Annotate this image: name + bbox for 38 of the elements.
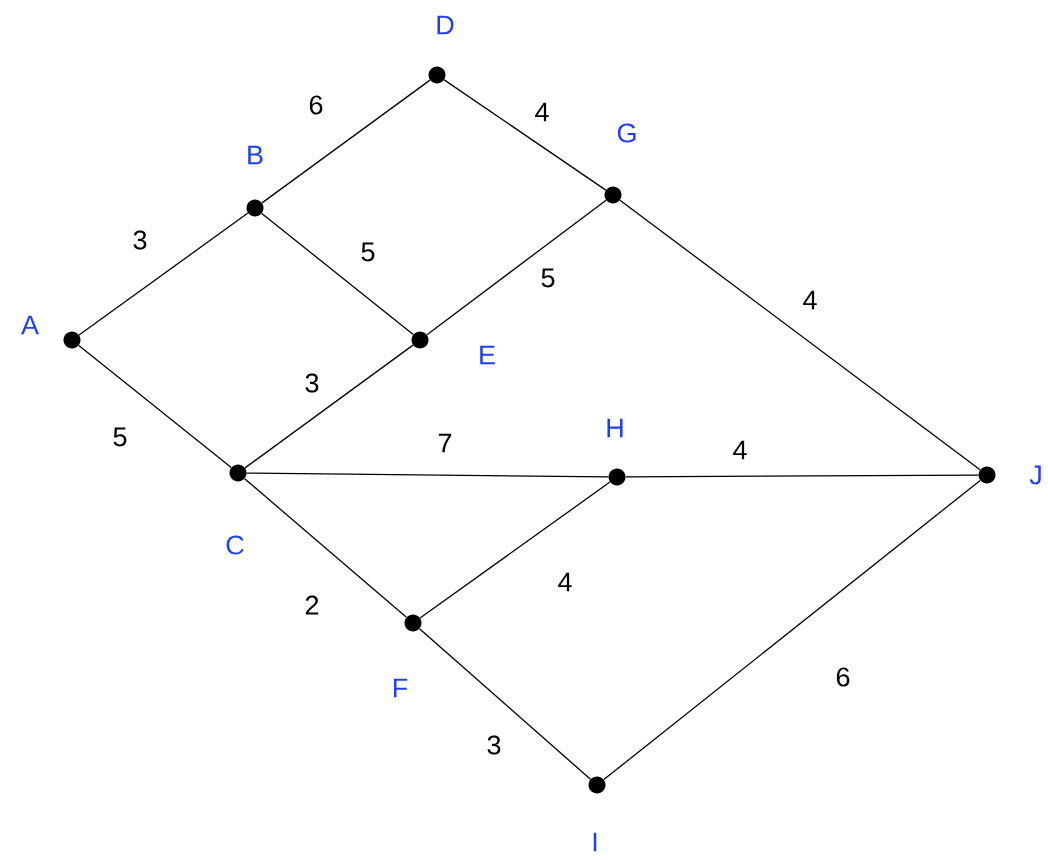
vertex-label: A xyxy=(21,315,39,335)
edge-weight: 4 xyxy=(533,101,551,123)
edge-weight: 6 xyxy=(834,666,852,688)
edge-line xyxy=(244,344,414,469)
vertex-label: B xyxy=(248,145,263,165)
edge-weight: 4 xyxy=(556,571,574,593)
edge-weight: 5 xyxy=(111,426,129,448)
vertex-label: D xyxy=(437,15,454,35)
edge-line xyxy=(426,199,607,336)
vertex-label: E xyxy=(480,345,495,365)
edge-line xyxy=(243,478,408,618)
edge-weight: 4 xyxy=(801,289,819,311)
edge-line xyxy=(603,479,981,781)
vertex-label: C xyxy=(226,535,244,555)
edge-line xyxy=(261,212,414,336)
edge-line xyxy=(619,199,981,471)
edge-line xyxy=(78,212,249,336)
edge-weight: 3 xyxy=(131,229,149,251)
edge-line xyxy=(419,481,611,619)
edge-weight: 5 xyxy=(359,241,377,263)
edge-line xyxy=(443,79,607,191)
edge-weight: 3 xyxy=(485,734,503,756)
edge-weight: 3 xyxy=(303,372,321,394)
edge-weight: 7 xyxy=(436,432,454,454)
edge-line xyxy=(246,472,609,478)
vertex-label: H xyxy=(607,418,623,438)
edge-line xyxy=(625,474,979,478)
edge-line xyxy=(418,628,592,780)
edge-line xyxy=(261,79,431,204)
edge-weight: 2 xyxy=(303,594,321,616)
edge-line xyxy=(78,344,232,469)
vertex-label: F xyxy=(393,678,408,698)
vertex-label: I xyxy=(593,832,597,852)
edge-weight: 6 xyxy=(307,94,325,116)
edge-weight: 5 xyxy=(539,267,557,289)
vertex-label: G xyxy=(617,123,636,143)
vertex-label: J xyxy=(1029,465,1041,485)
edge-weight: 4 xyxy=(731,439,749,461)
